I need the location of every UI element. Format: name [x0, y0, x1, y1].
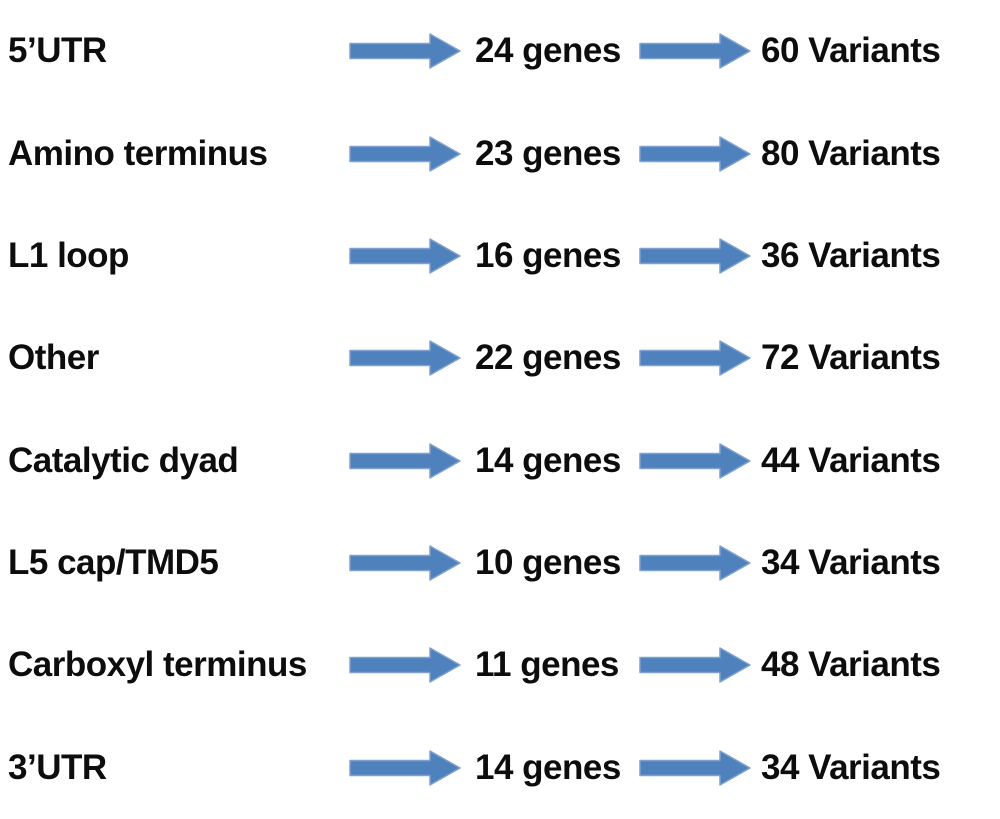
genes-count: 11 genes: [475, 645, 619, 685]
region-label: Catalytic dyad: [8, 440, 239, 480]
flow-row: Carboxyl terminus 11 genes 48 Variants: [0, 636, 1000, 694]
variants-count: 80 Variants: [761, 133, 941, 173]
right-arrow-icon: [639, 442, 751, 479]
right-arrow-icon: [349, 442, 461, 479]
flow-row: Amino terminus 23 genes 80 Variants: [0, 125, 1000, 183]
variants-count: 48 Variants: [761, 645, 941, 685]
right-arrow-icon: [639, 33, 751, 69]
flow-row: 5’UTR 24 genes 60 Variants: [0, 22, 1000, 80]
region-label: L1 loop: [8, 235, 129, 275]
right-arrow-icon: [639, 545, 751, 581]
flow-row: Catalytic dyad 14 genes 44 Variants: [0, 432, 1000, 490]
region-label: 3’UTR: [8, 747, 107, 787]
genes-count: 14 genes: [475, 440, 621, 480]
flow-row: L1 loop 16 genes 36 Variants: [0, 227, 1000, 285]
variants-count: 34 Variants: [761, 543, 941, 583]
right-arrow-icon: [349, 135, 461, 172]
variants-count: 72 Variants: [761, 338, 941, 378]
right-arrow-icon: [349, 750, 461, 786]
right-arrow-icon: [349, 545, 461, 581]
region-label: Carboxyl terminus: [8, 645, 307, 685]
variants-count: 44 Variants: [761, 440, 941, 480]
region-label: Other: [8, 338, 99, 378]
flow-row: Other 22 genes 72 Variants: [0, 329, 1000, 387]
right-arrow-icon: [639, 750, 751, 786]
right-arrow-icon: [639, 340, 751, 377]
right-arrow-icon: [639, 135, 751, 172]
right-arrow-icon: [639, 647, 751, 684]
region-label: 5’UTR: [8, 31, 107, 71]
genes-count: 24 genes: [475, 31, 621, 71]
variants-count: 60 Variants: [761, 31, 941, 71]
region-label: L5 cap/TMD5: [8, 543, 219, 583]
right-arrow-icon: [639, 238, 751, 274]
genes-count: 16 genes: [475, 235, 621, 275]
genes-count: 23 genes: [475, 133, 621, 173]
right-arrow-icon: [349, 340, 461, 377]
variants-count: 36 Variants: [761, 235, 941, 275]
variants-count: 34 Variants: [761, 747, 941, 787]
genes-count: 14 genes: [475, 747, 621, 787]
genes-count: 10 genes: [475, 543, 621, 583]
flow-row: L5 cap/TMD5 10 genes 34 Variants: [0, 534, 1000, 592]
right-arrow-icon: [349, 647, 461, 684]
region-label: Amino terminus: [8, 133, 268, 173]
flow-row: 3’UTR 14 genes 34 Variants: [0, 739, 1000, 797]
right-arrow-icon: [349, 238, 461, 274]
right-arrow-icon: [349, 33, 461, 69]
genes-count: 22 genes: [475, 338, 621, 378]
